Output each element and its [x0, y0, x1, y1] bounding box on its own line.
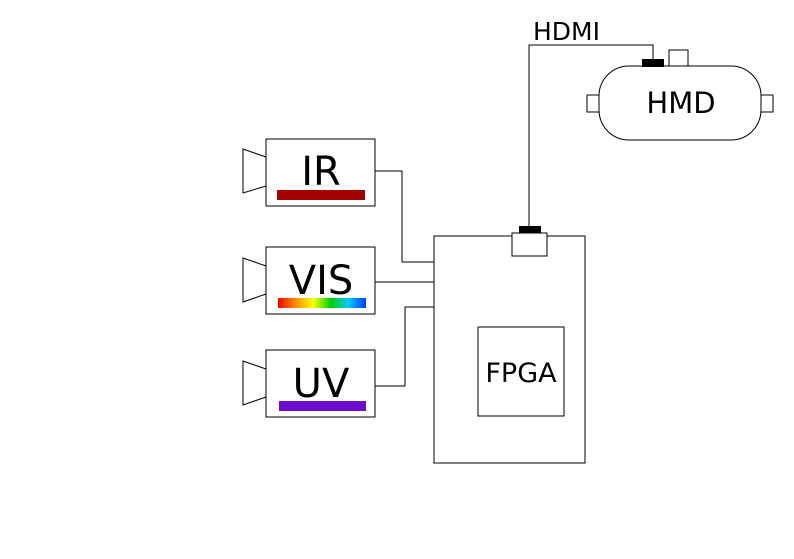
vis-band-bar — [278, 298, 366, 308]
camera-ir: IR — [242, 138, 376, 207]
camera-vis: VIS — [242, 246, 376, 315]
hmd-hdmi-connector — [642, 59, 664, 67]
hmd-strap-tab-top — [668, 49, 689, 68]
vr-headset-icon: HMD — [586, 49, 774, 141]
board-hdmi-port — [511, 232, 548, 257]
camera-icon — [242, 148, 267, 194]
camera-uv: UV — [242, 349, 376, 418]
uv-wire — [375, 306, 435, 387]
ir-band-bar — [277, 190, 365, 200]
camera-icon — [242, 257, 267, 303]
camera-uv-label: UV — [293, 361, 350, 407]
fpga-label: FPGA — [485, 358, 557, 389]
processing-board: FPGA — [433, 226, 586, 464]
hmd-strap-right — [759, 94, 774, 113]
ir-wire — [375, 170, 435, 263]
hmd-label: HMD — [646, 86, 715, 120]
hdmi-cable — [528, 44, 654, 226]
camera-vis-label: VIS — [289, 258, 354, 304]
fpga-chip — [477, 326, 565, 417]
hdmi-connector-icon — [519, 226, 541, 233]
hmd-strap-left — [586, 94, 601, 113]
hmd-body — [598, 65, 762, 141]
camera-ir-label: IR — [301, 149, 341, 195]
uv-band-bar — [279, 401, 366, 411]
hdmi-label: HDMI — [533, 17, 600, 46]
camera-icon — [242, 360, 267, 406]
